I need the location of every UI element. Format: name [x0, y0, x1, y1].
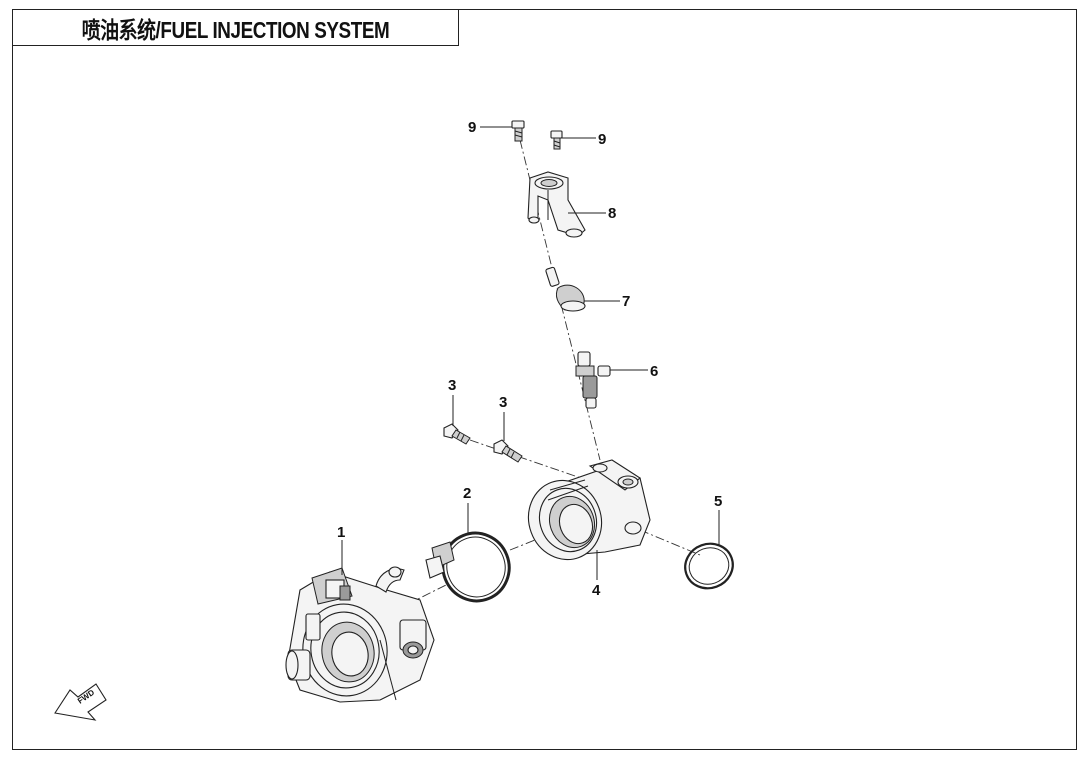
forward-direction-arrow: FWD	[54, 683, 107, 721]
intake-manifold-part-4	[527, 459, 651, 561]
page-title: 喷油系统/FUEL INJECTION SYSTEM	[81, 16, 390, 43]
callout-4: 4	[592, 582, 601, 599]
callout-1: 1	[337, 524, 345, 541]
callout-7: 7	[622, 293, 630, 310]
bolt-part-3-right	[493, 439, 523, 463]
callout-3-right: 3	[499, 394, 507, 411]
injector-part-6	[575, 351, 611, 409]
callout-3-left: 3	[448, 377, 456, 394]
throttle-body-part-1	[285, 566, 435, 703]
o-ring-part-5	[684, 542, 734, 590]
clamp-part-2	[425, 531, 511, 603]
bolt-part-9-right	[550, 130, 563, 150]
title-box: 喷油系统/FUEL INJECTION SYSTEM	[12, 9, 459, 46]
bolt-part-3-left	[443, 423, 471, 445]
callout-9-right: 9	[598, 131, 606, 148]
bracket-part-8	[527, 171, 586, 238]
cap-part-7	[545, 266, 586, 312]
callout-6: 6	[650, 363, 658, 380]
callout-9-left: 9	[468, 119, 476, 136]
callouts: 9 9 8 7 6 3 3 2 5 4 1	[337, 119, 722, 599]
bolt-part-9-left	[511, 120, 525, 142]
drawing-frame	[12, 9, 1077, 750]
callout-5: 5	[714, 493, 722, 510]
callout-2: 2	[463, 485, 471, 502]
callout-8: 8	[608, 205, 616, 222]
